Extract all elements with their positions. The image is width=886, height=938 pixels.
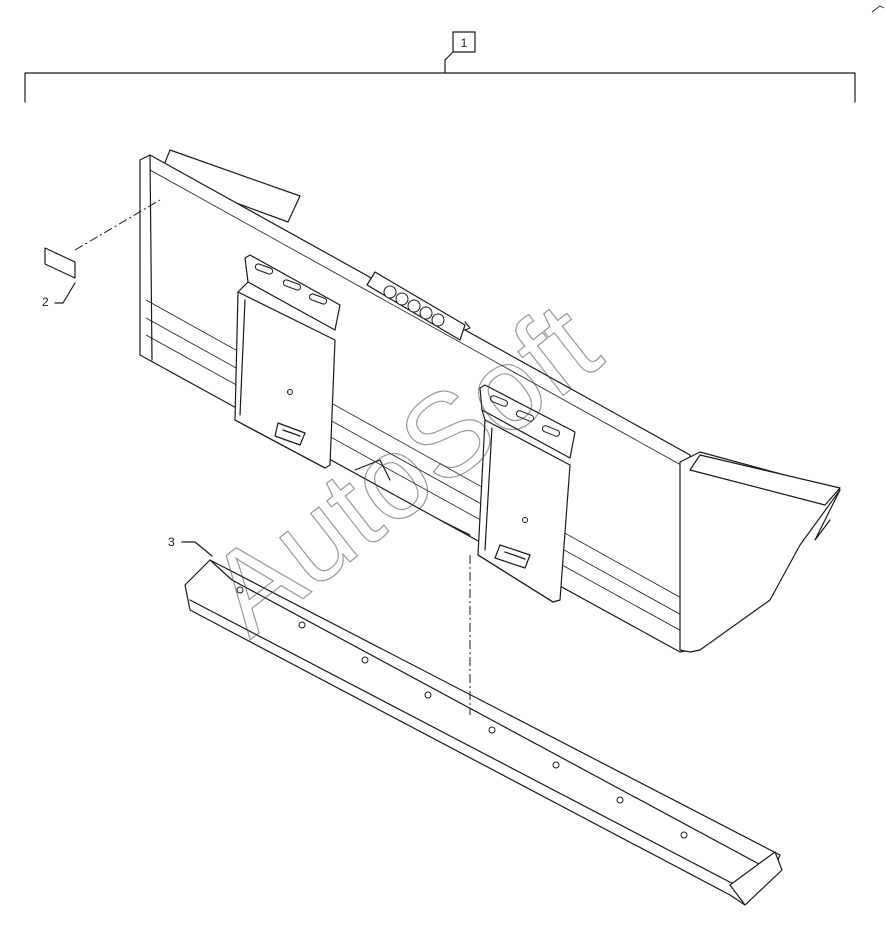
callout-3[interactable]: 3 [168, 535, 213, 557]
left-mounting-plate [234, 254, 341, 469]
right-mounting-plate [477, 384, 576, 603]
callout-2[interactable]: 2 [42, 282, 76, 309]
decal-part [44, 199, 161, 279]
svg-text:3: 3 [168, 535, 175, 549]
cutting-edge-part [184, 555, 783, 906]
svg-text:1: 1 [461, 36, 468, 50]
callout-1[interactable]: 1 [452, 31, 476, 53]
svg-text:2: 2 [42, 295, 49, 309]
corner-mark [871, 5, 885, 13]
assembly-bracket [24, 51, 856, 103]
